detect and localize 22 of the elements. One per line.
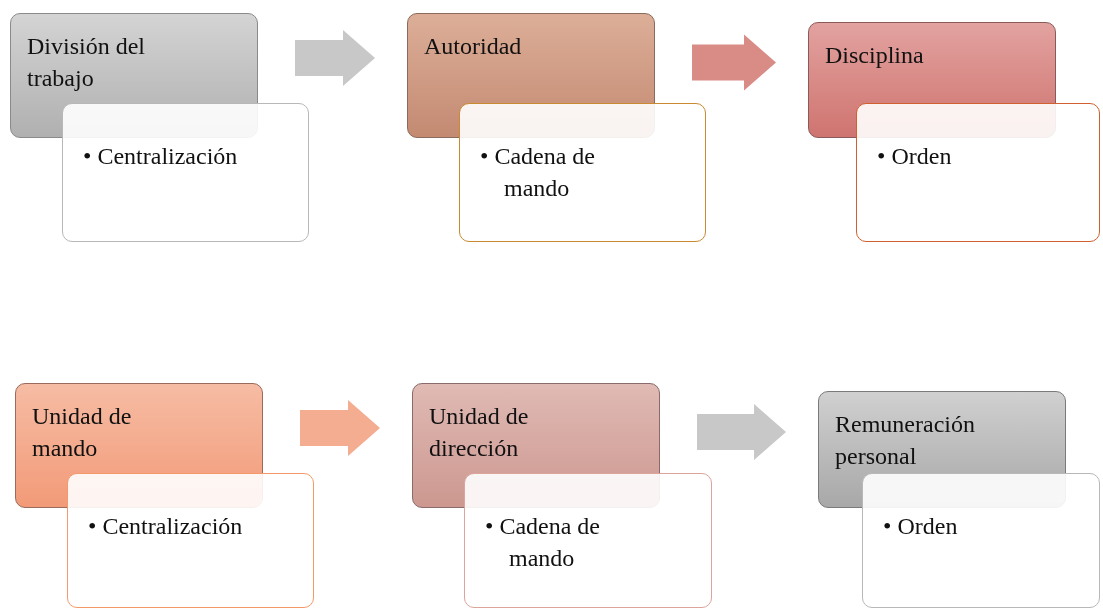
detail-box <box>67 473 314 608</box>
detail-box <box>459 103 706 242</box>
block-arrow <box>300 400 380 456</box>
category-heading: Unidad de mando <box>32 402 133 463</box>
bullet-item: • Cadena de mando <box>480 142 597 203</box>
block-arrow <box>697 404 786 460</box>
detail-box <box>862 473 1100 608</box>
detail-box <box>62 103 309 242</box>
bullet-item: • Orden <box>883 512 959 541</box>
category-heading: División del trabajo <box>27 32 146 93</box>
category-heading: Unidad de dirección <box>429 402 530 463</box>
detail-box <box>464 473 712 608</box>
bullet-item: • Orden <box>877 142 953 171</box>
category-heading: Disciplina <box>825 41 925 70</box>
category-heading: Remuneración personal <box>835 410 976 471</box>
block-arrow <box>295 30 375 86</box>
block-arrow <box>692 34 776 91</box>
bullet-item: • Centralización <box>83 142 239 171</box>
bullet-item: • Centralización <box>88 512 244 541</box>
bullet-item: • Cadena de mando <box>485 512 602 573</box>
detail-box <box>856 103 1100 242</box>
category-heading: Autoridad <box>424 32 523 61</box>
